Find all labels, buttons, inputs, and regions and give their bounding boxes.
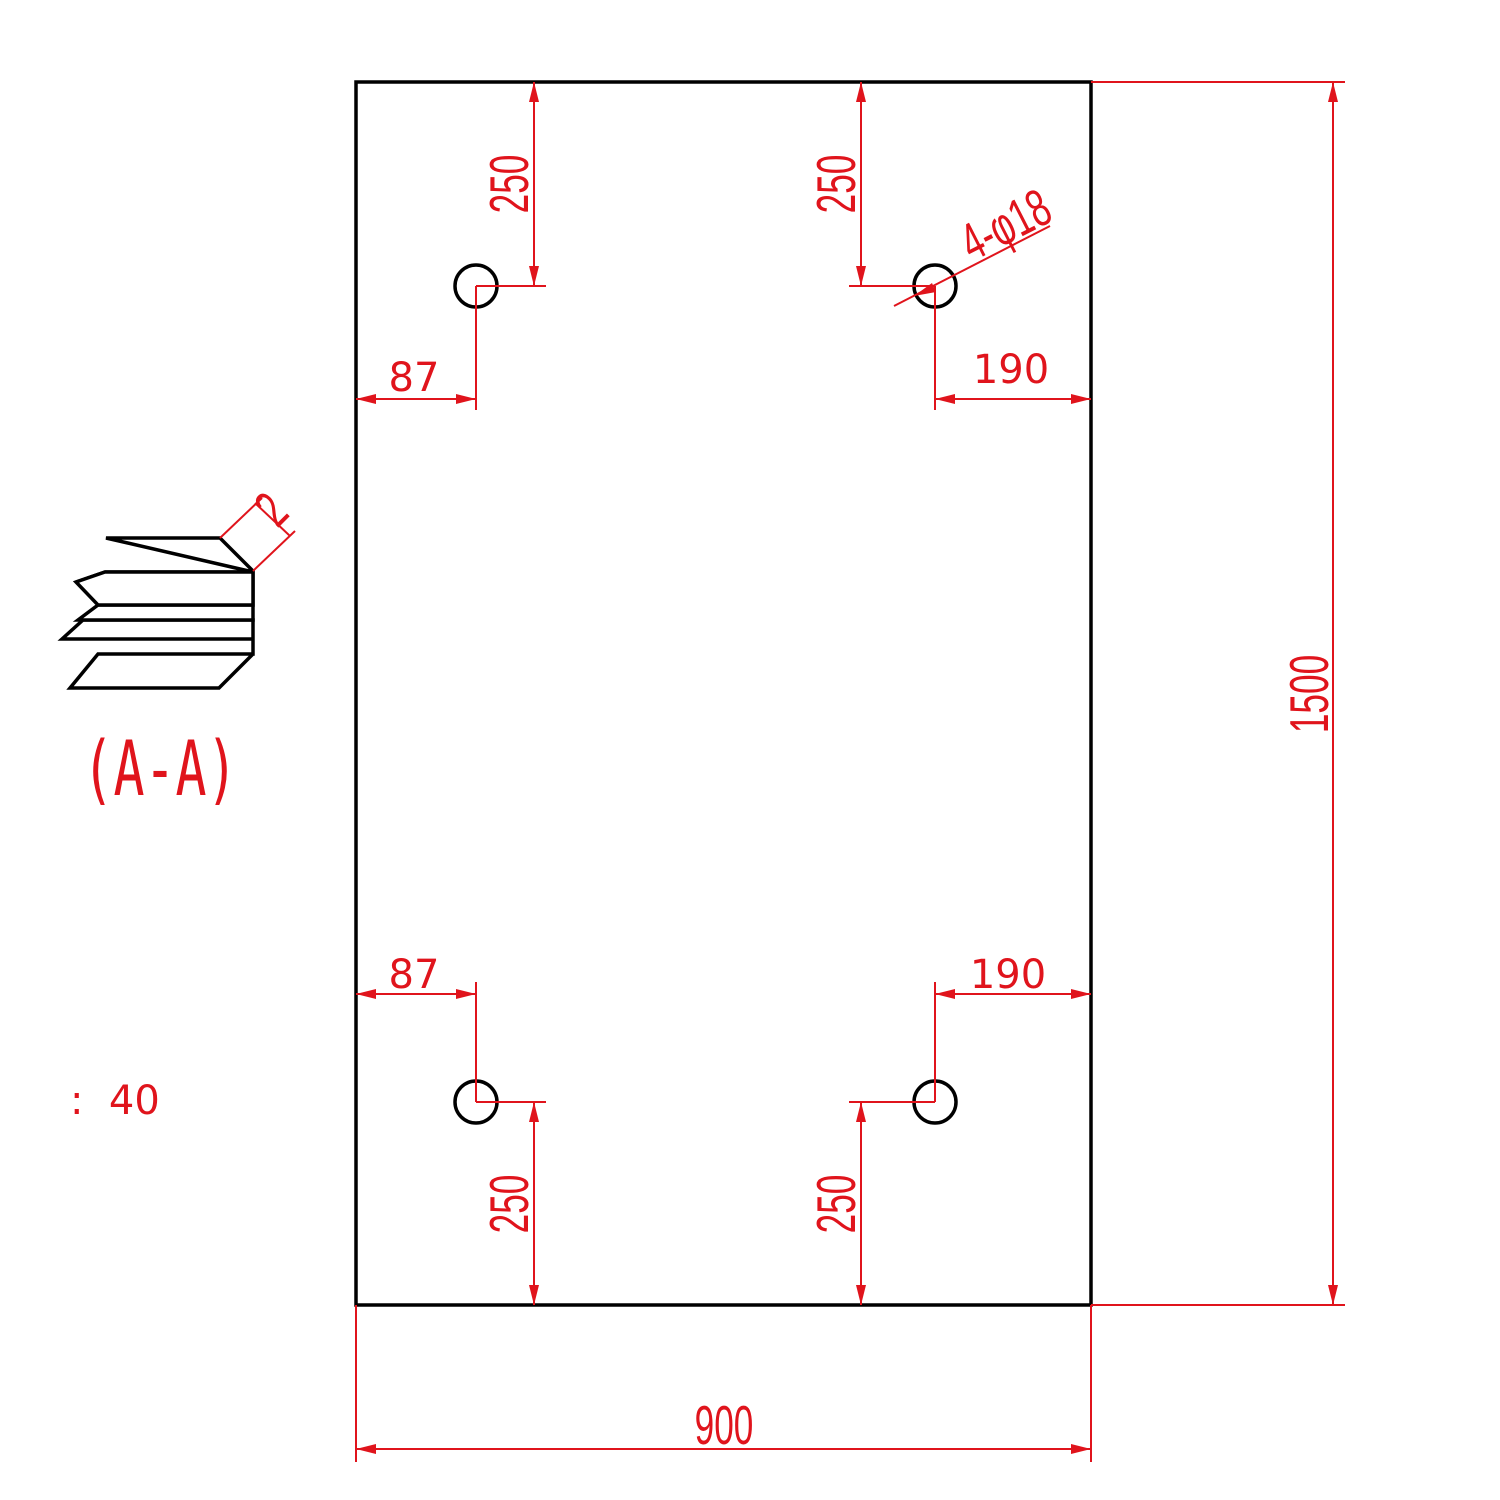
- top-left-hole-dims: 250 87: [356, 82, 546, 410]
- top-right-horizontal-label: 190: [973, 347, 1049, 393]
- bottom-right-horizontal-label: 190: [970, 952, 1046, 998]
- thickness-note: : 40: [70, 1078, 160, 1124]
- section-label: (A-A): [83, 726, 238, 814]
- width-dimension: 900: [355, 1305, 1092, 1462]
- bottom-left-horizontal-label: 87: [389, 952, 440, 998]
- plate-outline: [354, 80, 1093, 1307]
- section-profile-lower: [57, 618, 255, 690]
- top-right-hole-dims: 250 190 4-φ18: [805, 82, 1091, 410]
- bottom-right-vertical-label: 250: [805, 1175, 867, 1234]
- top-left-vertical-label: 250: [478, 155, 540, 214]
- height-label: 1500: [1278, 655, 1340, 733]
- hole-callout-label: 4-φ18: [950, 177, 1060, 273]
- top-right-vertical-label: 250: [805, 155, 867, 214]
- section-view: 2 (A-A): [57, 481, 299, 814]
- bottom-left-hole-dims: 87 250: [356, 952, 546, 1305]
- width-label: 900: [695, 1394, 754, 1456]
- section-profile-top: [72, 536, 255, 607]
- top-left-horizontal-label: 87: [389, 355, 440, 401]
- bottom-right-hole-dims: 190 250: [805, 952, 1091, 1305]
- bottom-left-vertical-label: 250: [478, 1175, 540, 1234]
- height-dimension: 1500: [1091, 81, 1345, 1306]
